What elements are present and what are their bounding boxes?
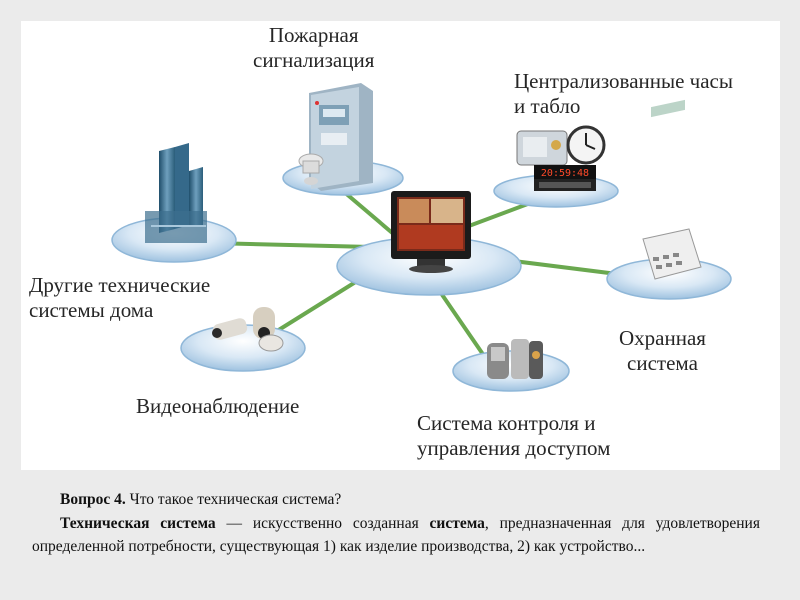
label-access-line2: управления доступом (417, 436, 611, 460)
label-other-systems: Другие технические системы дома (29, 273, 210, 323)
camera-icon (212, 307, 284, 352)
question-line: Вопрос 4. Что такое техническая система? (32, 488, 760, 512)
label-fire-alarm-line1: Пожарная (268, 23, 359, 47)
network-diagram: 20:59:48 (21, 21, 780, 470)
smoke-detector-icon (298, 153, 324, 185)
digital-display-icon: 20:59:48 (534, 165, 596, 191)
label-fire-alarm-line2: сигнализация (253, 48, 375, 72)
definition-part1: — искусственно созданная (215, 514, 430, 532)
clock-readout: 20:59:48 (541, 168, 589, 179)
label-security-line1: Охранная (619, 326, 706, 350)
diagram-graphics: 20:59:48 (111, 83, 732, 392)
label-video: Видеонаблюдение (136, 394, 299, 419)
definition-part2: , предназначенная для удовлетворения опр… (32, 514, 760, 556)
definition-bold-word: система (429, 514, 485, 532)
label-access-line1: Система контроля и (417, 411, 596, 435)
label-security: Охранная система (619, 326, 706, 376)
buildings-icon (145, 143, 207, 243)
label-security-line2: система (627, 351, 698, 375)
keypad-icon (642, 99, 702, 280)
term: Техническая система (60, 514, 216, 532)
label-clocks-line1: Централизованные часы (514, 69, 733, 93)
question-number: Вопрос 4. (60, 491, 126, 508)
fire-panel-icon (309, 83, 373, 191)
label-other-systems-line1: Другие технические (29, 273, 211, 297)
question-text: Что такое техническая система? (125, 491, 342, 508)
definition-paragraph: Техническая система — искусственно созда… (32, 512, 760, 559)
label-access: Система контроля и управления доступом (417, 411, 610, 461)
monitor-icon (391, 191, 471, 273)
label-clocks: Централизованные часы и табло (514, 69, 733, 119)
clock-icon (516, 125, 606, 166)
label-fire-alarm: Пожарная сигнализация (253, 23, 374, 73)
label-clocks-line2: и табло (514, 94, 581, 118)
access-reader-icon (487, 339, 543, 379)
definition-text: Вопрос 4. Что такое техническая система?… (32, 488, 760, 559)
label-other-systems-line2: системы дома (29, 298, 154, 322)
label-video-line1: Видеонаблюдение (136, 394, 300, 418)
